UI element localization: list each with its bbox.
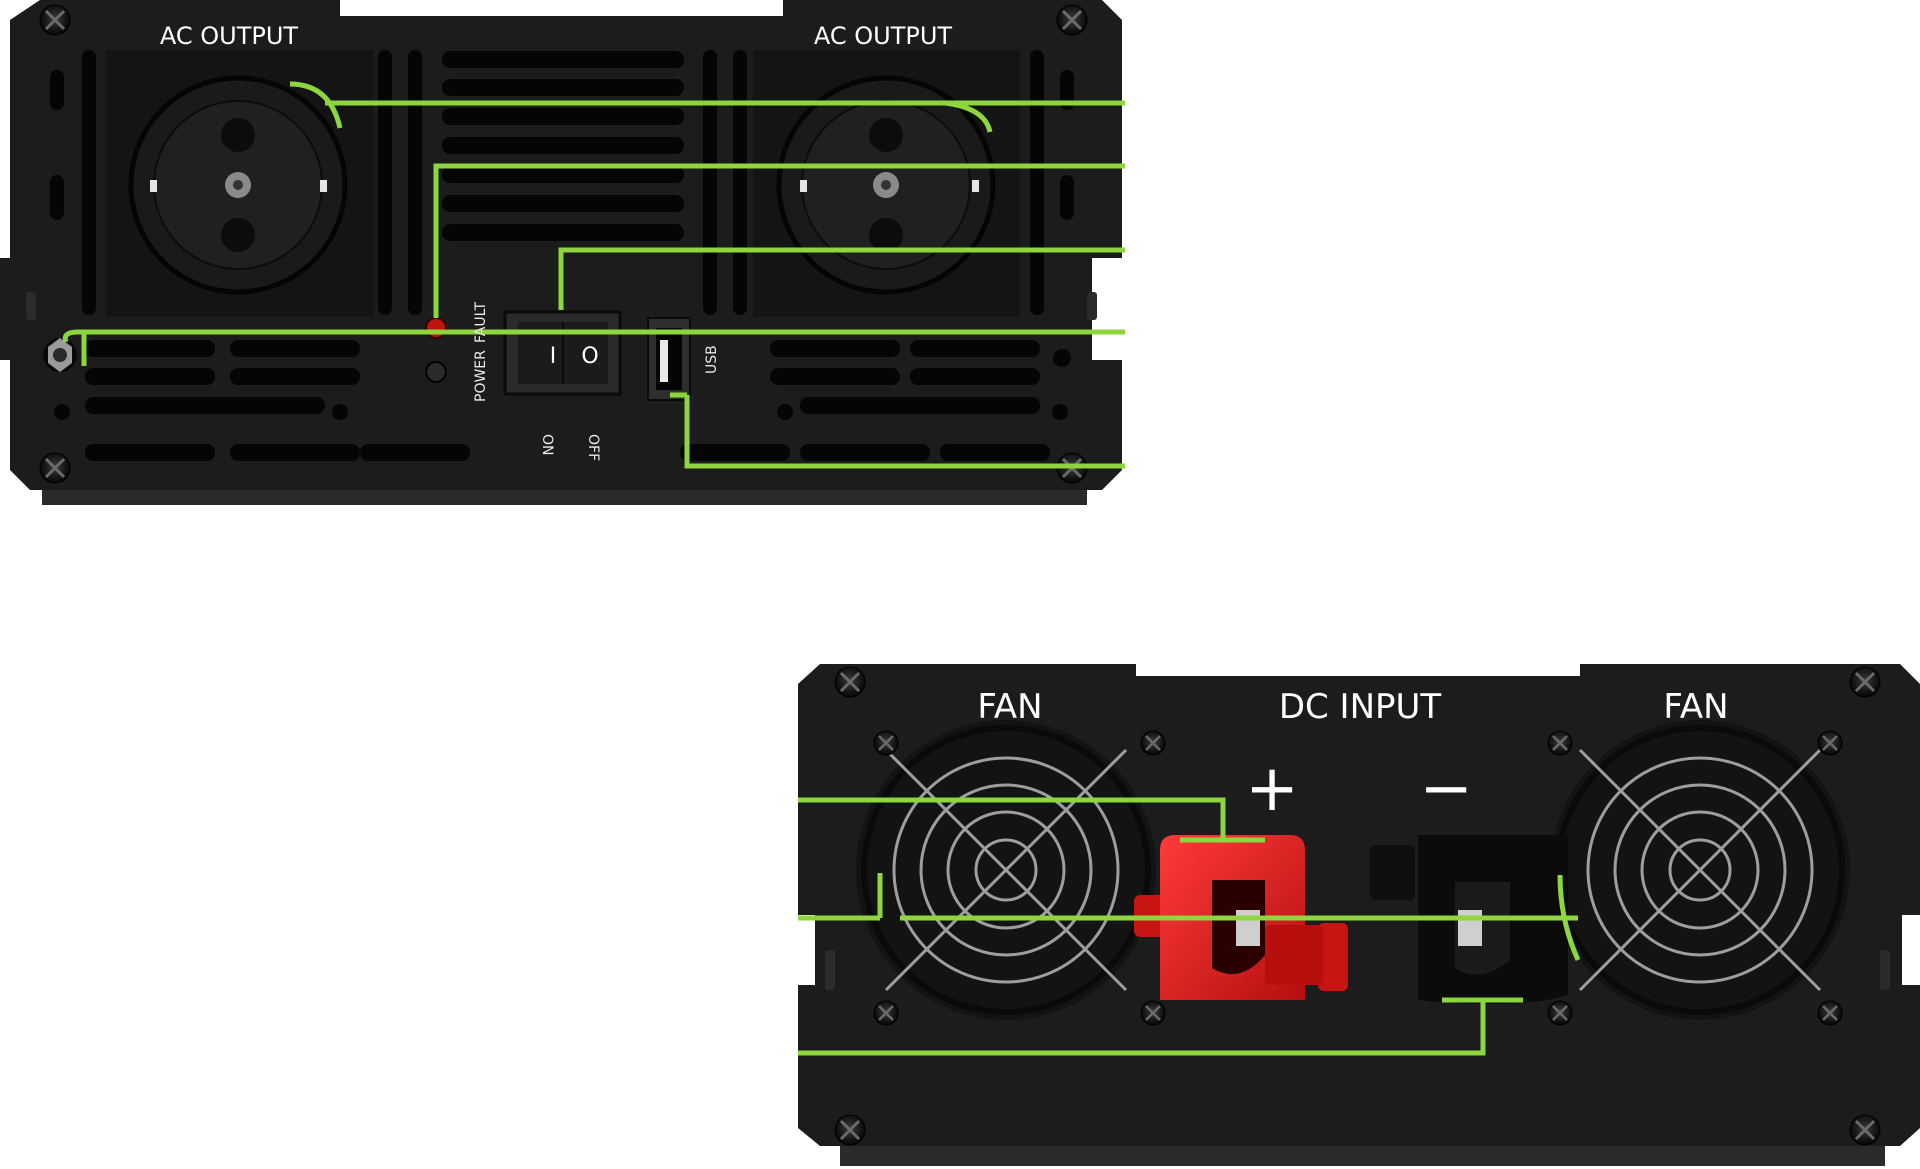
usb-port[interactable] xyxy=(647,317,691,401)
fault-label: FAULT xyxy=(473,302,489,343)
rear-side-nub-left xyxy=(825,950,835,990)
switch-off-symbol: O xyxy=(581,344,598,369)
switch-on-symbol: I xyxy=(550,344,557,369)
front-screw-tr xyxy=(1055,3,1089,37)
power-switch[interactable] xyxy=(503,310,622,396)
fan-left-label: FAN xyxy=(977,687,1042,727)
fan-left xyxy=(856,720,1167,1027)
front-vent-lower xyxy=(54,340,1071,461)
rear-screw-tl xyxy=(833,665,867,699)
rear-screw-br xyxy=(1848,1113,1882,1147)
front-callout-lines xyxy=(62,81,1125,469)
fault-led xyxy=(425,361,447,383)
ac-socket-left xyxy=(106,50,373,317)
switch-on-label: ON xyxy=(539,434,555,456)
front-screw-tl xyxy=(38,3,72,37)
rear-screw-tr xyxy=(1848,665,1882,699)
positive-symbol: + xyxy=(1245,752,1299,826)
rear-screw-bl xyxy=(833,1113,867,1147)
front-vent-middle xyxy=(442,51,684,241)
power-label: POWER xyxy=(473,350,489,402)
rear-callout-lines xyxy=(798,797,1581,1056)
negative-symbol: − xyxy=(1419,752,1473,826)
fan-right xyxy=(1546,720,1850,1027)
fan-right-label: FAN xyxy=(1663,687,1728,727)
rear-panel-base xyxy=(840,1144,1885,1166)
dc-input-label: DC INPUT xyxy=(1279,687,1442,727)
rear-panel: FAN DC INPUT FAN + − xyxy=(798,664,1920,1166)
ac-output-left-label: AC OUTPUT xyxy=(160,22,299,50)
front-panel: AC OUTPUT AC OUTPUT POWER FAULT I O ON O… xyxy=(0,0,1125,505)
ground-terminal xyxy=(43,338,77,372)
front-side-nub-right xyxy=(1087,292,1097,320)
rear-side-nub-right xyxy=(1880,950,1890,990)
usb-label: USB xyxy=(704,345,720,374)
power-led xyxy=(425,317,447,339)
ac-output-right-label: AC OUTPUT xyxy=(814,22,953,50)
switch-off-label: OFF xyxy=(585,434,601,461)
front-side-nub-left xyxy=(26,292,36,320)
ac-socket-right xyxy=(753,50,1020,317)
front-screw-bl xyxy=(38,451,72,485)
